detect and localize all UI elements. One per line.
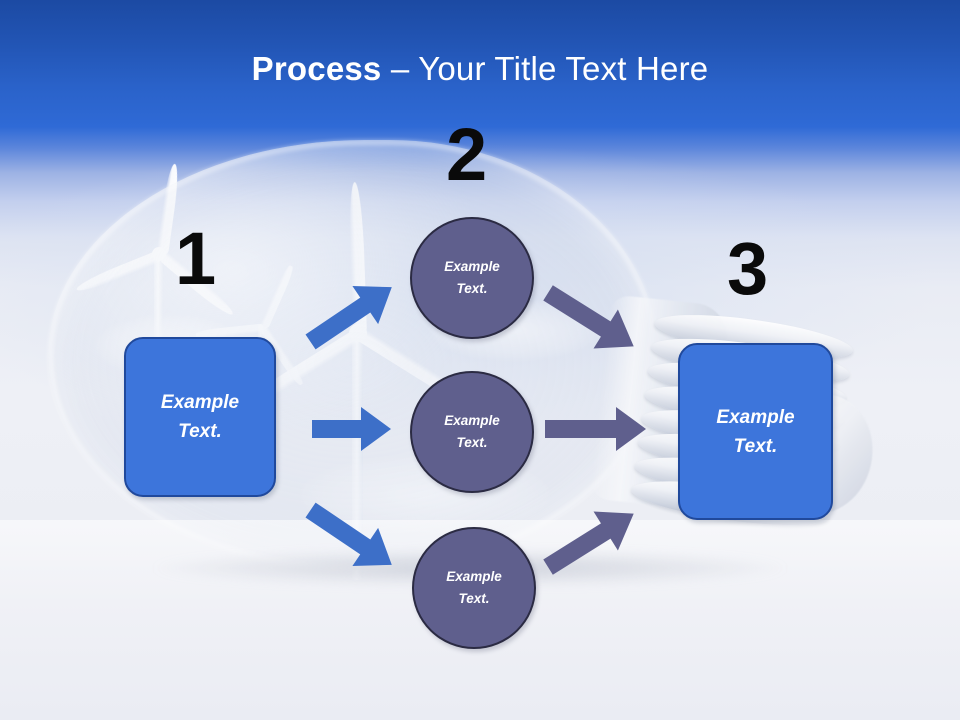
page-title-light: Your Title Text Here xyxy=(418,50,709,87)
title-banner xyxy=(0,0,960,127)
process-circle-bottom[interactable]: Example Text. xyxy=(412,527,536,649)
step-number-3: 3 xyxy=(727,227,769,310)
output-box[interactable]: Example Text. xyxy=(678,343,833,520)
process-circle-middle[interactable]: Example Text. xyxy=(410,371,534,493)
output-box-line1: Example xyxy=(716,406,795,428)
process-circle-middle-line2: Text. xyxy=(456,435,488,450)
process-circle-bottom-line2: Text. xyxy=(458,591,490,606)
output-box-line2: Text. xyxy=(733,435,778,457)
arrow-box-to-circle-bottom xyxy=(300,502,405,573)
process-circle-top[interactable]: Example Text. xyxy=(410,217,534,339)
input-box[interactable]: Example Text. xyxy=(124,337,276,497)
arrow-circle-bottom-to-output xyxy=(538,503,648,575)
process-circle-middle-line1: Example xyxy=(444,413,500,428)
page-title-separator: – xyxy=(381,50,419,87)
arrow-circle-top-to-output xyxy=(538,285,648,357)
page-title-bold: Process xyxy=(251,50,382,87)
page-title: Process – Your Title Text Here xyxy=(0,48,960,90)
arrow-box-to-circle-middle xyxy=(311,405,393,453)
input-box-line1: Example xyxy=(160,392,240,413)
arrow-circle-middle-to-output xyxy=(544,405,648,453)
process-circle-top-line2: Text. xyxy=(456,281,488,296)
process-circle-top-line1: Example xyxy=(444,259,500,274)
input-box-line2: Text. xyxy=(178,421,222,442)
step-number-1: 1 xyxy=(175,217,217,300)
arrow-box-to-circle-top xyxy=(300,279,405,350)
step-number-2: 2 xyxy=(446,113,488,196)
process-circle-bottom-line1: Example xyxy=(446,569,502,584)
